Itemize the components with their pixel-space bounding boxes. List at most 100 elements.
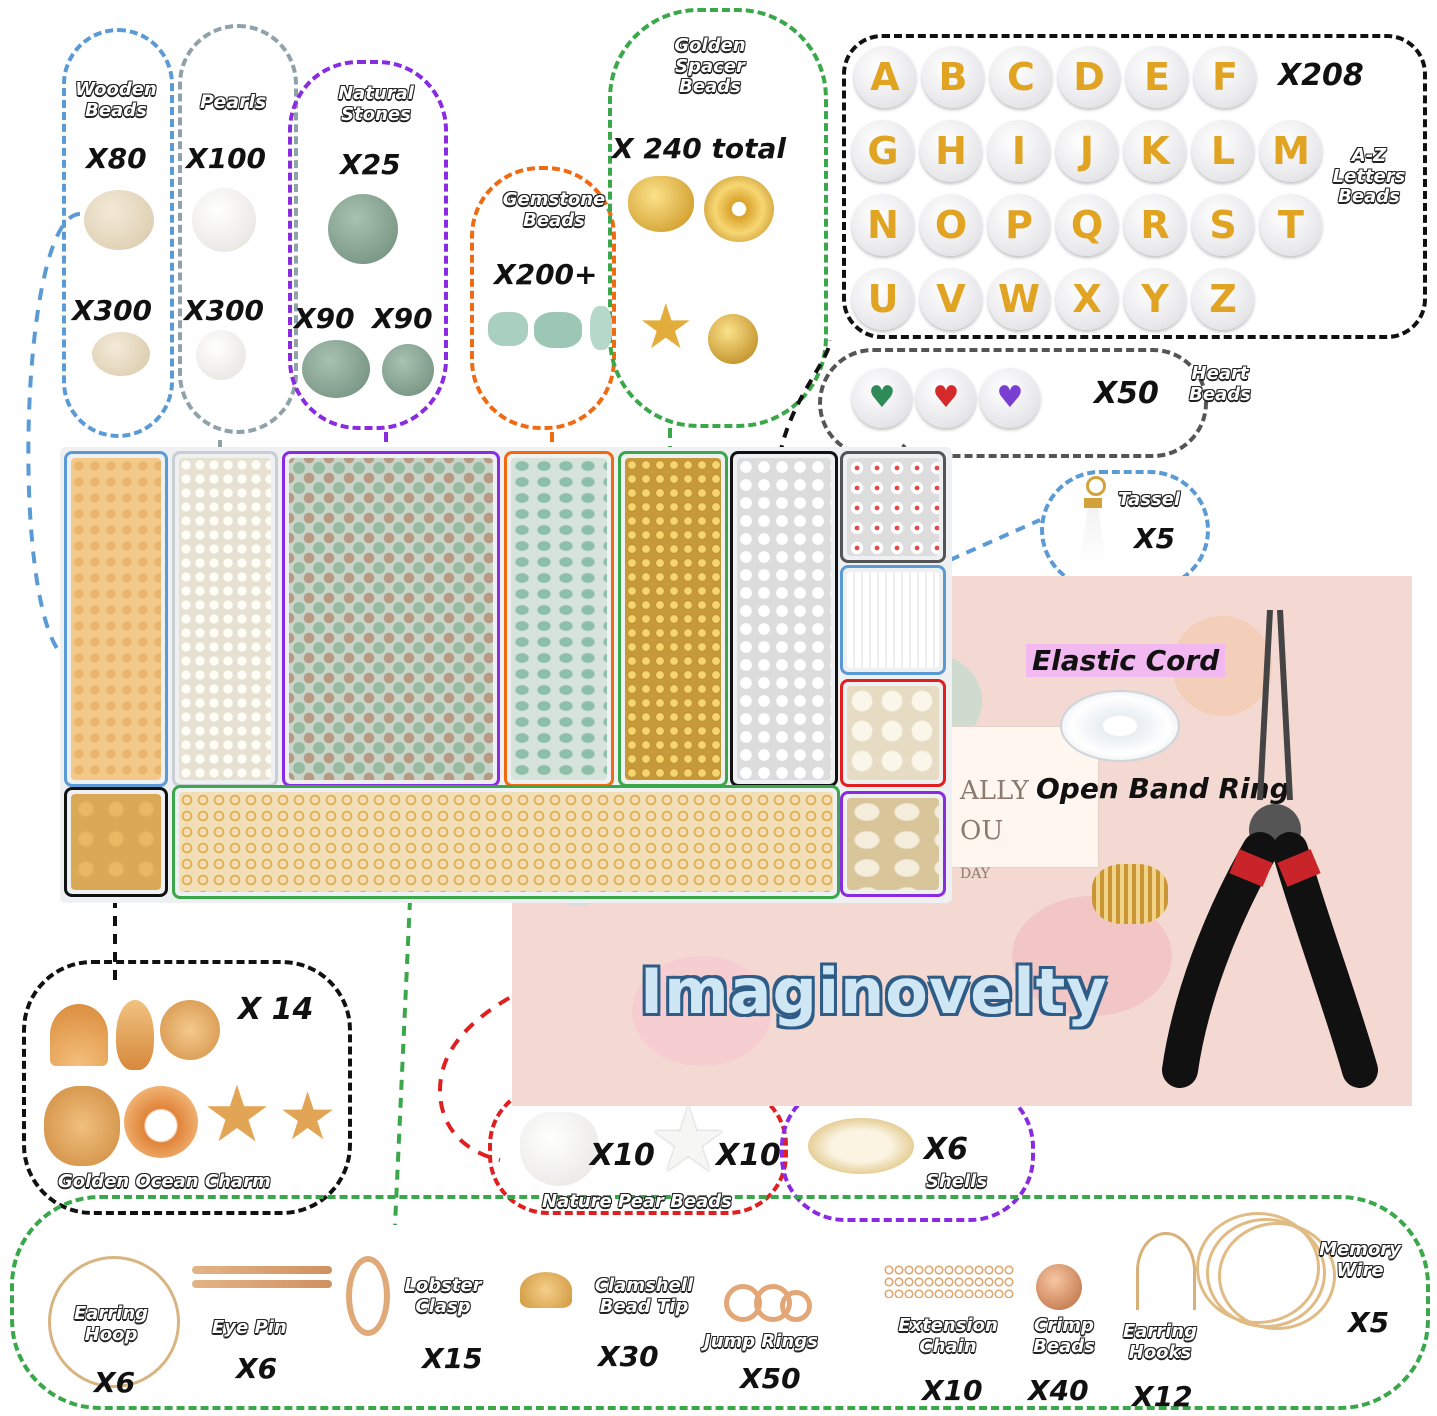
letter-bead-i: I — [988, 120, 1050, 182]
clamshell-image — [520, 1272, 572, 1308]
letter-bead-j: J — [1056, 120, 1118, 182]
wooden-small-qty: X300 — [72, 294, 153, 327]
letters-qty: X208 — [1278, 58, 1364, 93]
pearls-group — [178, 24, 298, 434]
gemstone-group — [470, 166, 616, 430]
pliers-image — [1162, 609, 1378, 1088]
box-text-1: ALLY — [960, 776, 1029, 806]
pearls-large-qty: X100 — [186, 142, 267, 175]
shell-charm-icon — [50, 1004, 108, 1066]
jump-rings-qty: X50 — [740, 1362, 801, 1395]
elastic-cord-spool — [1060, 690, 1180, 762]
heart-bead-purple: ♥ — [980, 368, 1040, 428]
earring-hoop-qty: X6 — [94, 1366, 136, 1399]
tray-shells — [840, 791, 946, 897]
tray-nature-pearl-beads — [840, 679, 946, 787]
tray-gemstone-chips — [504, 451, 614, 787]
tray-ocean-charms — [64, 787, 168, 897]
clamshell-qty: X30 — [598, 1340, 659, 1373]
letter-bead-x: X — [1056, 268, 1118, 330]
gold-heart-bead — [628, 176, 694, 232]
earring-hooks-label: Earring Hooks — [1122, 1321, 1198, 1363]
pearls-small-qty: X300 — [184, 294, 265, 327]
letters-label: A-Z Letters Beads — [1332, 145, 1406, 208]
eye-pin-qty: X6 — [236, 1352, 278, 1385]
eye-pin-image-2 — [192, 1280, 332, 1288]
stone-bead-a — [302, 340, 370, 398]
gemstone-chip — [534, 312, 582, 348]
open-band-ring — [1092, 864, 1168, 924]
stones-b-qty: X90 — [372, 302, 433, 335]
eye-pin-label: Eye Pin — [212, 1317, 287, 1338]
gemstone-chip — [590, 306, 612, 350]
stone-bead-large — [328, 194, 398, 264]
letter-bead-u: U — [852, 268, 914, 330]
letter-bead-v: V — [920, 268, 982, 330]
letter-bead-r: R — [1124, 194, 1186, 256]
shells-qty: X6 — [924, 1132, 969, 1167]
lobster-clasp-image — [346, 1256, 390, 1336]
letter-bead-h: H — [920, 120, 982, 182]
tray-letter-beads — [730, 451, 838, 787]
tray-golden-spacers — [618, 451, 728, 787]
letter-bead-a: A — [854, 46, 916, 108]
stones-large-qty: X25 — [340, 148, 401, 181]
tray-pearls — [172, 451, 278, 787]
extension-chain-label: Extension Chain — [898, 1315, 998, 1357]
eye-pin-image — [192, 1266, 332, 1274]
letters-group — [842, 34, 1427, 339]
pearl-star-qty: X10 — [716, 1138, 781, 1173]
turtle-charm-icon — [44, 1086, 120, 1166]
ocean-charm-group — [22, 960, 352, 1215]
letter-bead-q: Q — [1056, 194, 1118, 256]
letter-bead-g: G — [852, 120, 914, 182]
jump-rings-label: Jump Rings — [704, 1331, 818, 1352]
tassel-qty: X5 — [1134, 522, 1176, 555]
tray-tassels — [840, 565, 946, 675]
letter-bead-c: C — [990, 46, 1052, 108]
tassel-label: Tassel — [1118, 489, 1181, 510]
pearl-oyster-charm-icon — [124, 1086, 198, 1158]
letter-bead-p: P — [988, 194, 1050, 256]
stones-a-qty: X90 — [294, 302, 355, 335]
natural-stones-group — [288, 60, 448, 430]
letter-bead-d: D — [1058, 46, 1120, 108]
natural-stones-label: Natural Stones — [338, 83, 414, 125]
elastic-cord-label: Elastic Cord — [1026, 644, 1226, 677]
crimp-beads-qty: X40 — [1028, 1374, 1089, 1407]
lobster-clasp-qty: X15 — [422, 1342, 483, 1375]
wooden-beads-group — [62, 28, 174, 438]
letter-bead-f: F — [1194, 46, 1256, 108]
heart-bead-red: ♥ — [916, 368, 976, 428]
heart-pearl-bead — [520, 1112, 598, 1186]
starfish-charm-icon: ★ — [202, 1070, 272, 1160]
pearl-heart-qty: X10 — [590, 1138, 655, 1173]
gemstone-chip — [488, 312, 528, 346]
shells-label: Shells — [926, 1171, 988, 1192]
letter-bead-w: W — [988, 268, 1050, 330]
box-text-2: OU — [960, 816, 1004, 846]
golden-spacer-group — [608, 8, 828, 428]
heart-bead-green: ♥ — [852, 368, 912, 428]
letter-bead-n: N — [852, 194, 914, 256]
pearl-large — [192, 188, 256, 252]
starfish-charm-icon-2: ★ — [278, 1078, 338, 1155]
wooden-bead-large — [84, 190, 154, 250]
earring-hoop-label: Earring Hoop — [73, 1303, 149, 1345]
letter-bead-b: B — [922, 46, 984, 108]
conch-charm-icon — [116, 1000, 154, 1070]
star-pearl-bead: ★ — [648, 1088, 729, 1193]
tray-natural-stones — [282, 451, 500, 787]
stone-bead-b — [382, 344, 434, 396]
brand-name: Imaginovelty — [640, 955, 1108, 1028]
sand-dollar-charm-icon — [160, 1000, 220, 1060]
tray-wooden-beads — [64, 451, 168, 787]
golden-spacer-label: Golden Spacer Beads — [674, 35, 746, 98]
jump-ring-image-3 — [780, 1290, 812, 1322]
clamshell-label: Clamshell Bead Tip — [594, 1275, 694, 1317]
box-text-3: DAY — [960, 866, 991, 882]
letter-bead-y: Y — [1124, 268, 1186, 330]
memory-wire-label: Memory Wire — [1319, 1239, 1401, 1281]
golden-spacer-qty: X 240 total — [612, 132, 787, 165]
cowrie-shell — [808, 1118, 914, 1174]
